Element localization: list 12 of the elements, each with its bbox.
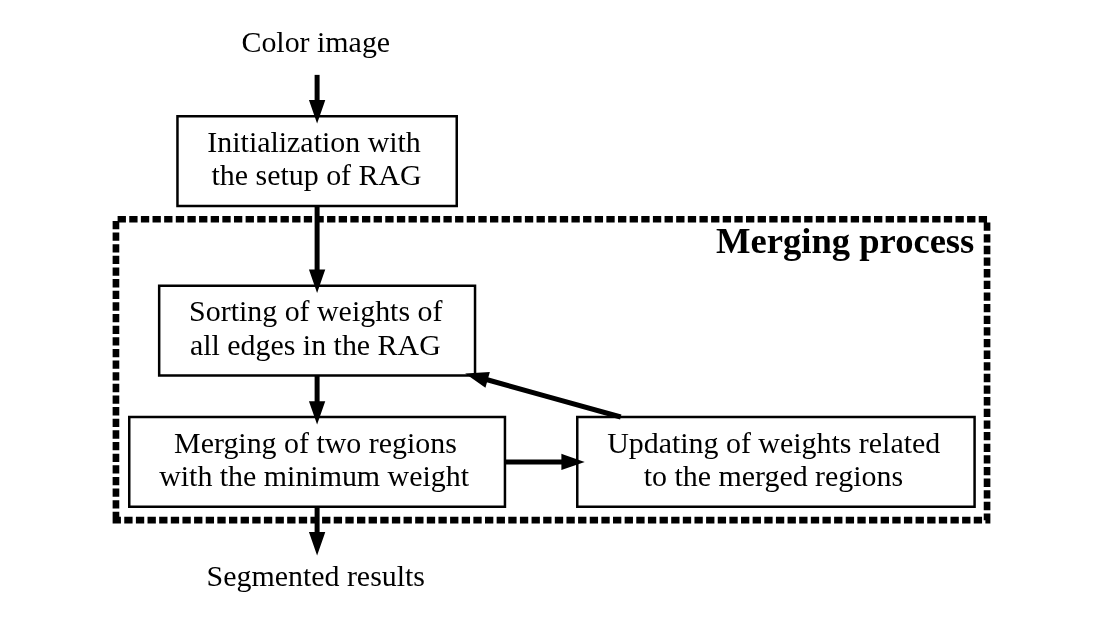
node-box: Merging of two regions with the minimum weight: [127, 415, 506, 509]
arrow: [504, 453, 585, 471]
arrow: [308, 205, 325, 293]
arrow: [464, 372, 621, 420]
arrow: [308, 375, 325, 425]
arrow: [308, 507, 325, 556]
node-text: Color image: [240, 25, 390, 58]
node-box: Updating of weights related to the merged regions: [575, 415, 976, 509]
node-text: Segmented results: [206, 558, 425, 592]
node-box: Sorting of weights of all edges in the RAG: [157, 284, 476, 377]
arrow: [308, 74, 325, 124]
node-box: Initialization with the setup of RAG: [175, 114, 458, 208]
